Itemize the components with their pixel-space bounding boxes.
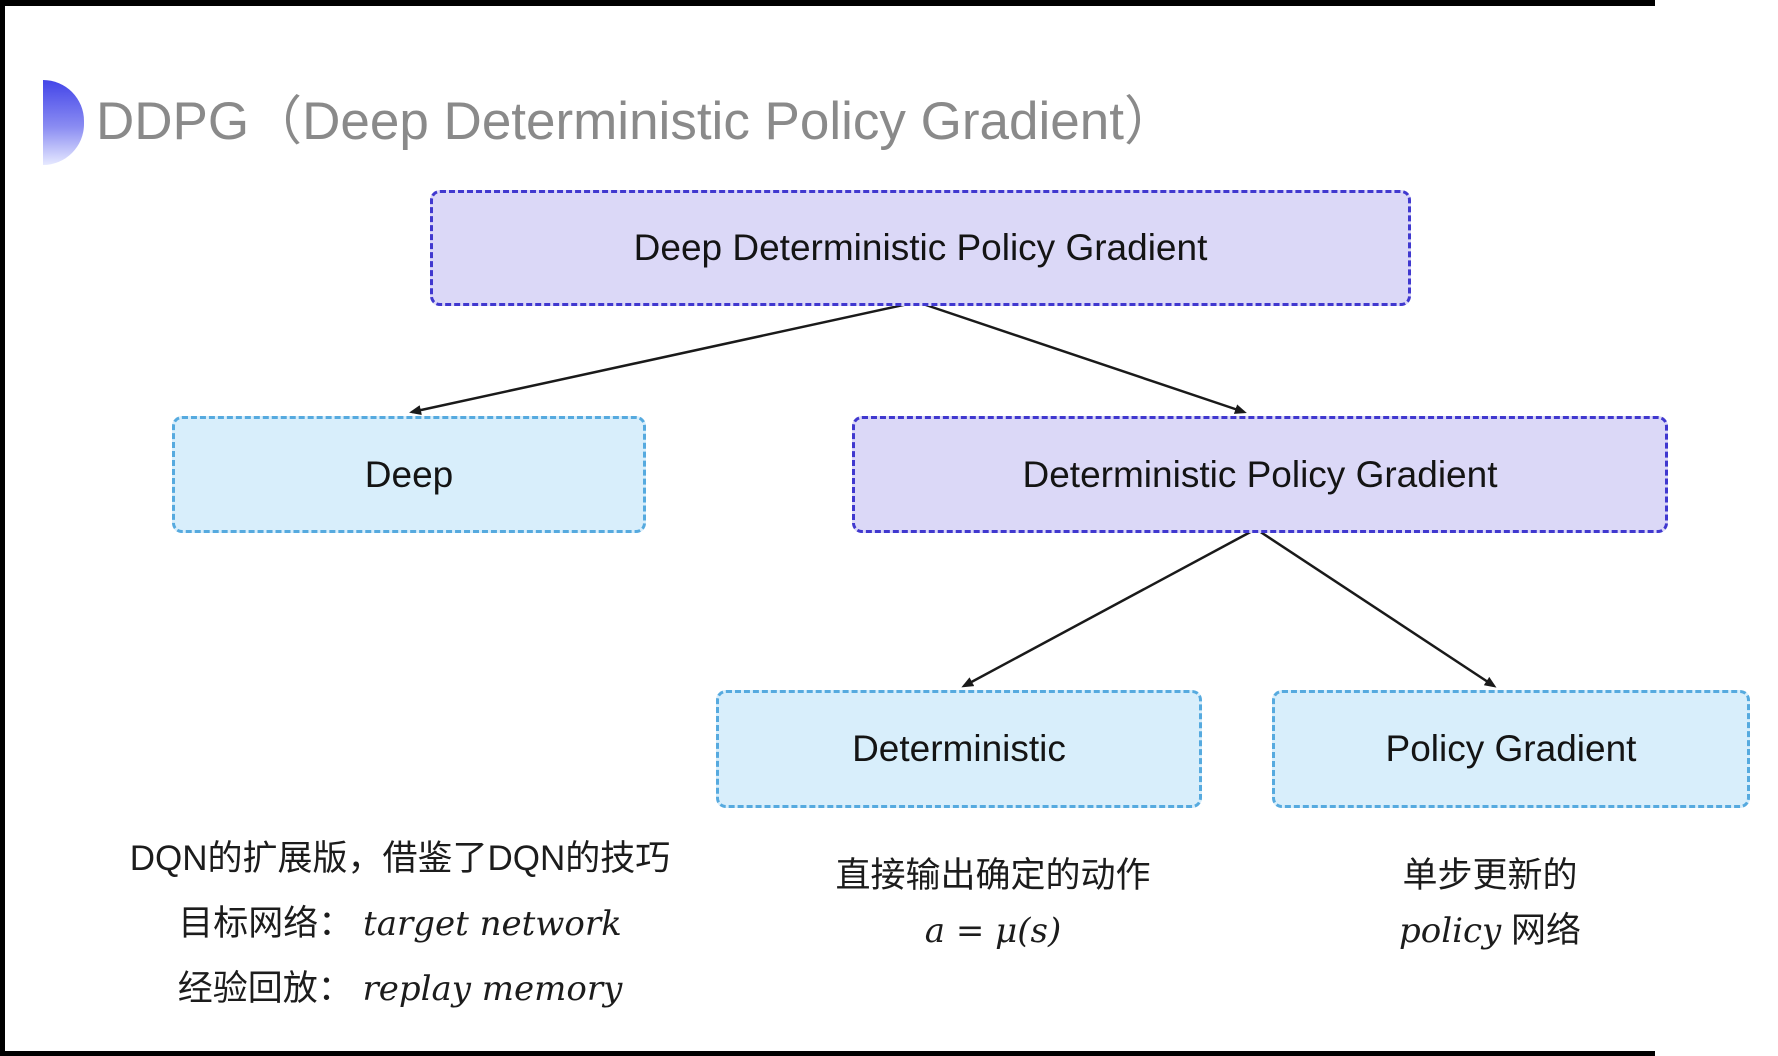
arrow-dpg-to-deterministic [961, 527, 1257, 688]
tree-node-dpg-label: Deterministic Policy Gradient [1022, 453, 1498, 495]
tree-node-deterministic-policy-gradient: Deterministic Policy Gradient [852, 416, 1668, 533]
frame-edge-bottom [0, 1051, 1655, 1056]
note-deterministic-line1: 直接输出确定的动作 [835, 856, 1151, 895]
frame-edge-top [0, 0, 1655, 6]
tree-node-deep: Deep [172, 416, 646, 533]
tree-node-deep-label: Deep [364, 453, 454, 495]
semicircle-bullet-icon [43, 80, 84, 165]
tree-node-root-label: Deep Deterministic Policy Gradient [633, 227, 1208, 268]
frame-edge-left [0, 0, 5, 1056]
tree-node-policy-gradient: Policy Gradient [1272, 690, 1750, 808]
note-deep-line3: 经验回放： replay memory [177, 969, 623, 1009]
note-policy-gradient-line1: 单步更新的 [1402, 856, 1578, 895]
slide-title: DDPG（Deep Deterministic Policy Gradient） [96, 92, 1177, 151]
arrow-dpg-to-policy-gradient [1255, 527, 1497, 688]
note-deep-column: DQN的扩展版，借鉴了DQN的技巧 目标网络： target network 经… [100, 830, 700, 1025]
tree-node-policy-gradient-label: Policy Gradient [1385, 728, 1637, 769]
note-deterministic-formula: a = μ(s) [924, 911, 1062, 951]
tree-node-root: Deep Deterministic Policy Gradient [430, 190, 1411, 306]
tree-node-deterministic: Deterministic [716, 690, 1202, 808]
note-policy-gradient-column: 单步更新的 policy 网络 [1290, 852, 1690, 962]
note-deep-line1: DQN的扩展版，借鉴了DQN的技巧 [129, 839, 671, 878]
note-deterministic-column: 直接输出确定的动作 a = μ(s) [793, 852, 1193, 962]
arrow-root-to-dpg [916, 300, 1247, 414]
note-policy-gradient-line2: policy 网络 [1399, 911, 1581, 951]
note-deep-line2: 目标网络： target network [178, 904, 622, 944]
tree-node-deterministic-label: Deterministic [852, 728, 1066, 769]
arrow-root-to-deep [409, 300, 918, 415]
